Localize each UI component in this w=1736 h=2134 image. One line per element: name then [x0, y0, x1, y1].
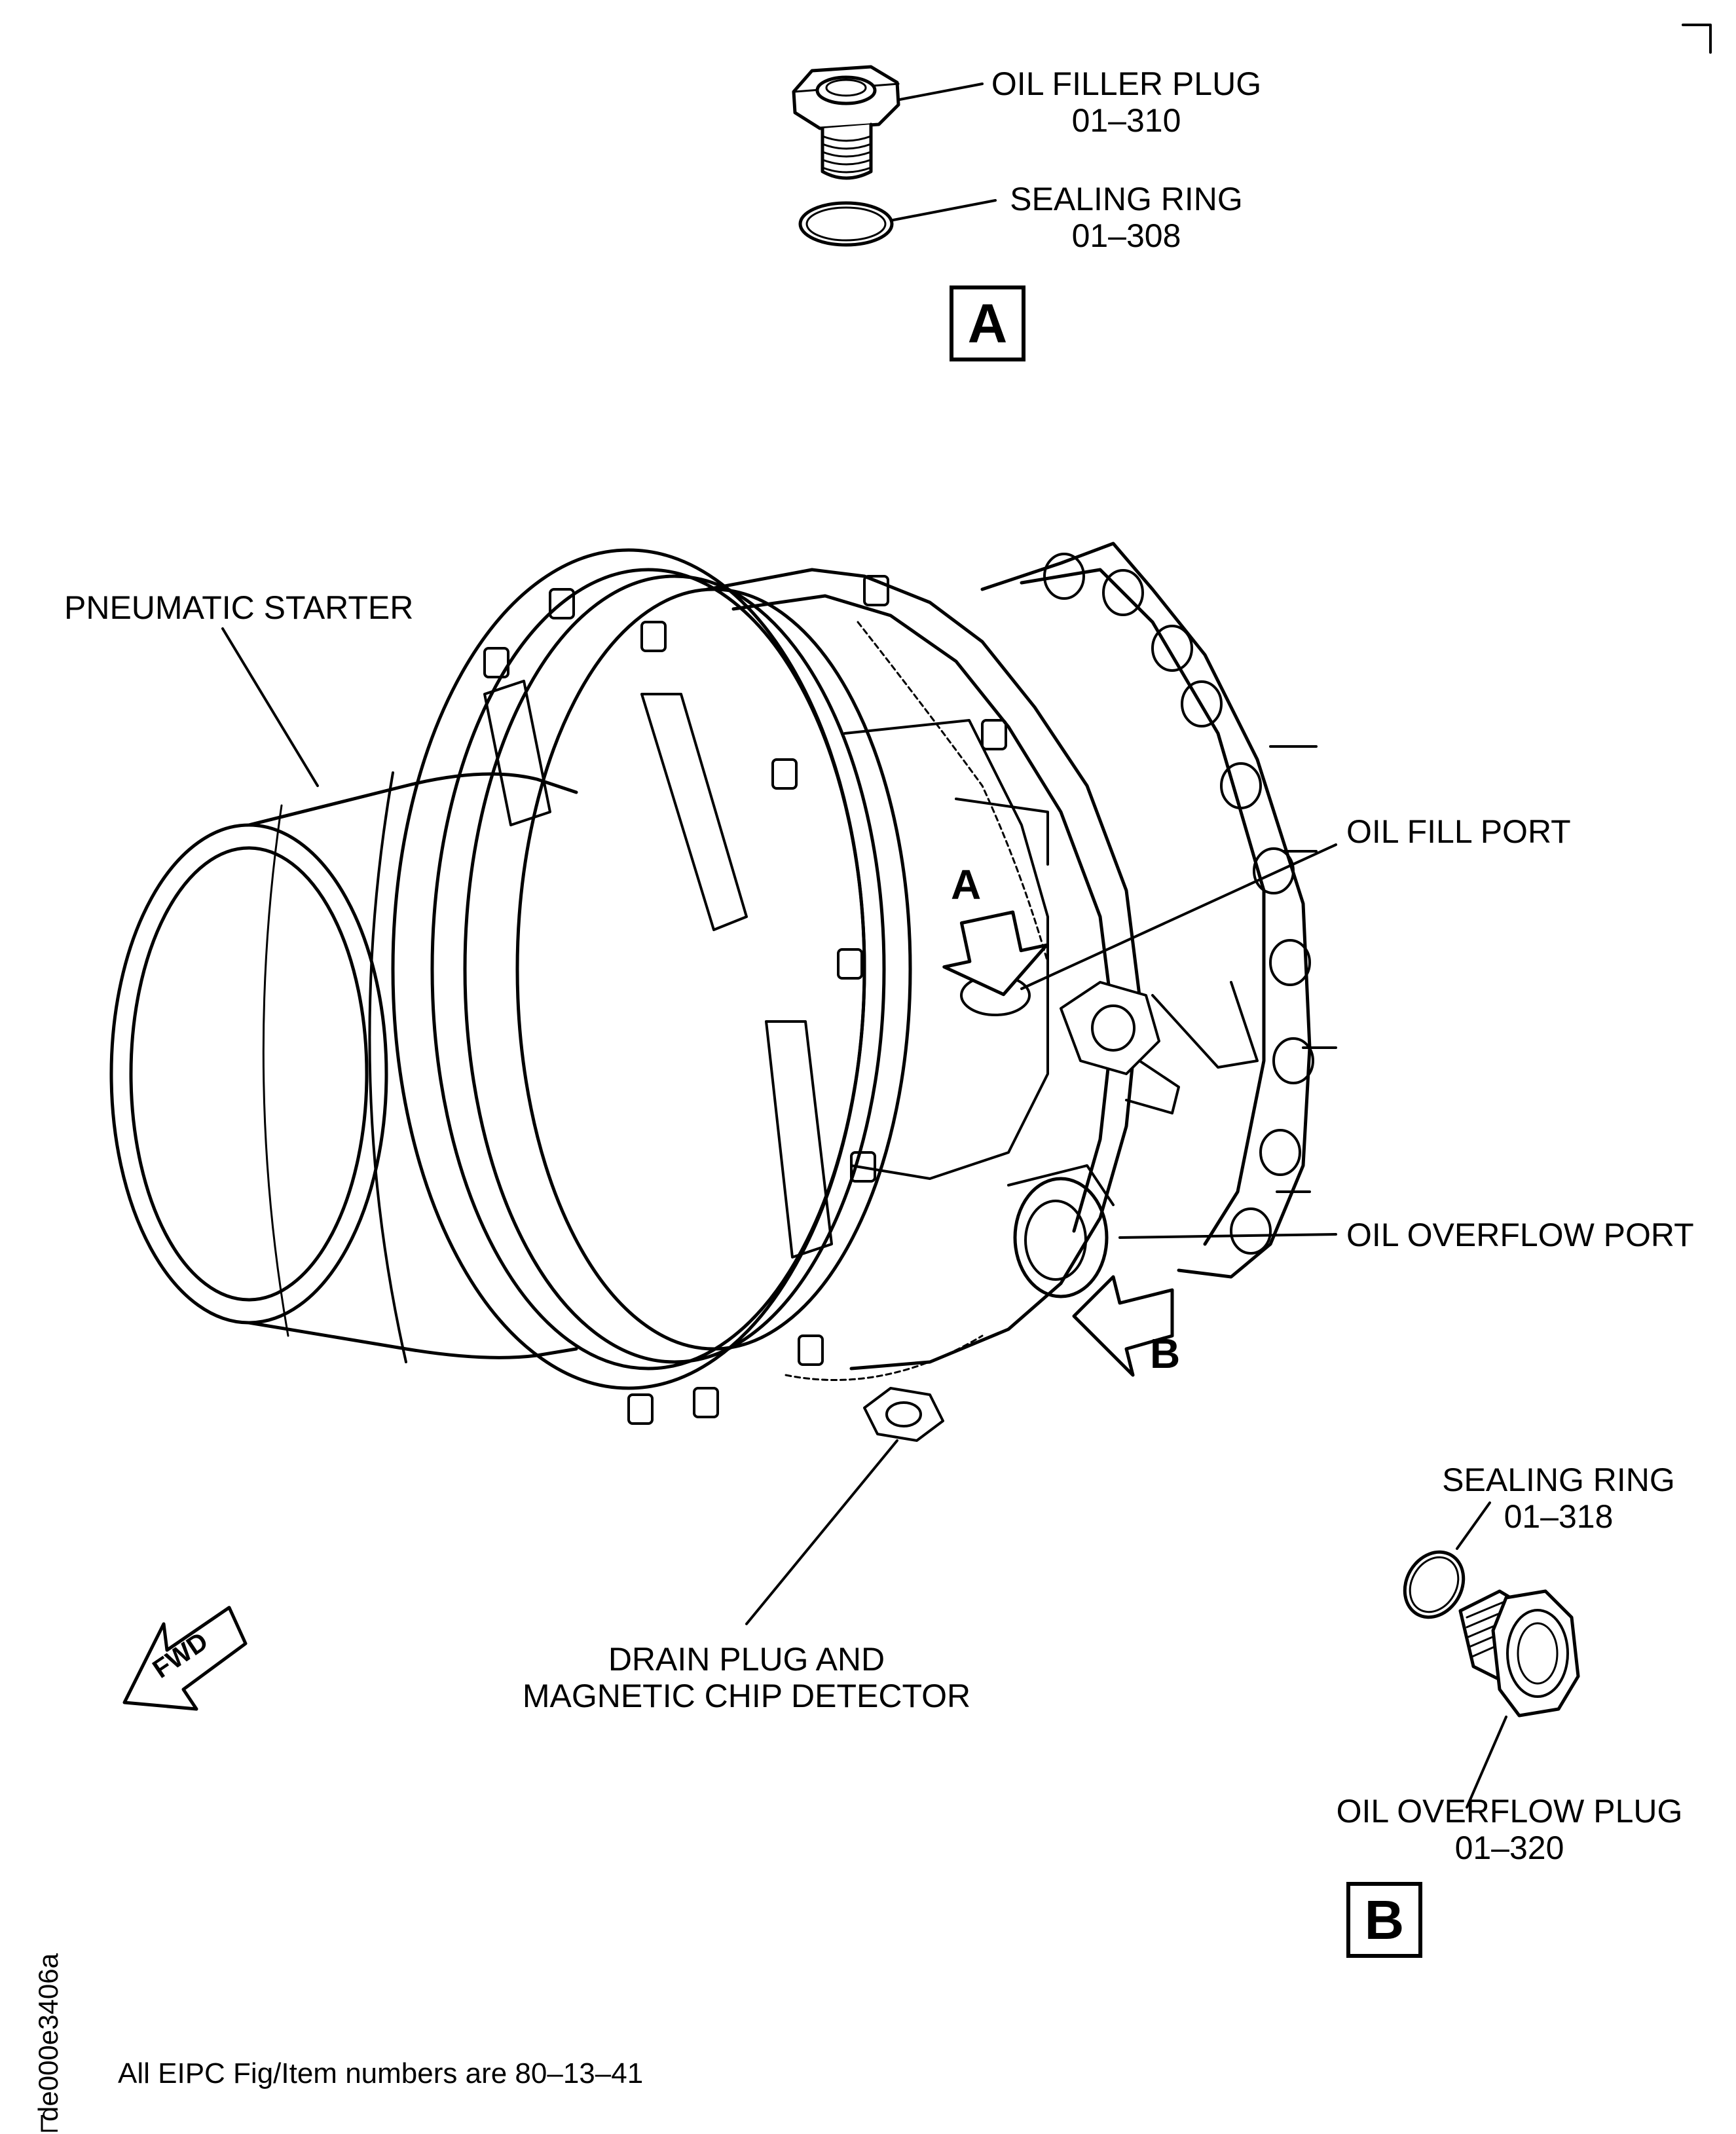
sealing-ring-a-number: 01–308: [1071, 217, 1181, 254]
starter-body: [109, 542, 1337, 1442]
sealing-ring-a-label: SEALING RING 01–308: [995, 181, 1257, 254]
oil-overflow-plug-leader: [1466, 1716, 1507, 1809]
sealing-ring-a-name: SEALING RING: [1010, 181, 1243, 217]
mounting-flange-bolts: [1043, 553, 1314, 1255]
oil-filler-plug-name: OIL FILLER PLUG: [991, 65, 1262, 102]
oil-fill-port-leader: [1020, 843, 1337, 990]
drain-plug-line2: MAGNETIC CHIP DETECTOR: [522, 1678, 971, 1714]
view-arrow-b: [1072, 1275, 1174, 1377]
housing-studs: [483, 575, 1007, 1425]
sealing-ring-b-illustration: [1403, 1550, 1466, 1619]
oil-filler-plug-leader: [898, 83, 984, 101]
oil-overflow-plug-illustration: [1458, 1589, 1580, 1718]
oil-filler-plug-number: 01–310: [1071, 102, 1181, 139]
oil-overflow-plug-name: OIL OVERFLOW PLUG: [1336, 1793, 1683, 1830]
drain-plug-line1: DRAIN PLUG AND: [608, 1641, 885, 1678]
sealing-ring-b-name: SEALING RING: [1442, 1462, 1675, 1498]
sealing-ring-b-label: SEALING RING 01–318: [1428, 1462, 1690, 1535]
detail-b-box: B: [1346, 1882, 1422, 1958]
oil-fill-port-label: OIL FILL PORT: [1346, 813, 1571, 850]
oil-overflow-plug-label: OIL OVERFLOW PLUG 01–320: [1336, 1793, 1683, 1866]
oil-overflow-port-label: OIL OVERFLOW PORT: [1346, 1217, 1694, 1253]
sealing-ring-b-number: 01–318: [1504, 1498, 1614, 1535]
pneumatic-starter-label: PNEUMATIC STARTER: [64, 589, 414, 626]
drain-plug-illustration: [863, 1387, 944, 1442]
drawing-id: de000e3406a: [33, 1953, 64, 2122]
view-arrow-a: [942, 910, 1048, 997]
housing-slots: [483, 680, 833, 1259]
oil-overflow-port-leader: [1118, 1233, 1337, 1239]
pneumatic-starter-leader: [221, 627, 319, 787]
drain-plug-label: DRAIN PLUG AND MAGNETIC CHIP DETECTOR: [498, 1641, 995, 1714]
fwd-arrow: [122, 1606, 248, 1711]
sealing-ring-b-leader: [1456, 1501, 1491, 1550]
detail-a-box: A: [950, 285, 1025, 361]
oil-overflow-port-boss: [1013, 1177, 1109, 1298]
sealing-ring-a-leader: [892, 199, 997, 221]
drawing-id-bracket: [41, 2115, 58, 2132]
eipc-note: All EIPC Fig/Item numbers are 80–13–41: [118, 2057, 644, 2089]
oil-overflow-plug-number: 01–320: [1454, 1830, 1564, 1866]
corner-mark: [1682, 24, 1712, 54]
sealing-ring-a-illustration: [798, 201, 894, 247]
view-arrow-a-label: A: [951, 861, 982, 908]
oil-filler-plug-label: OIL FILLER PLUG 01–310: [982, 65, 1270, 139]
drain-plug-leader: [745, 1439, 898, 1625]
oil-filler-plug-illustration: [792, 65, 900, 180]
view-arrow-b-label: B: [1150, 1330, 1181, 1377]
